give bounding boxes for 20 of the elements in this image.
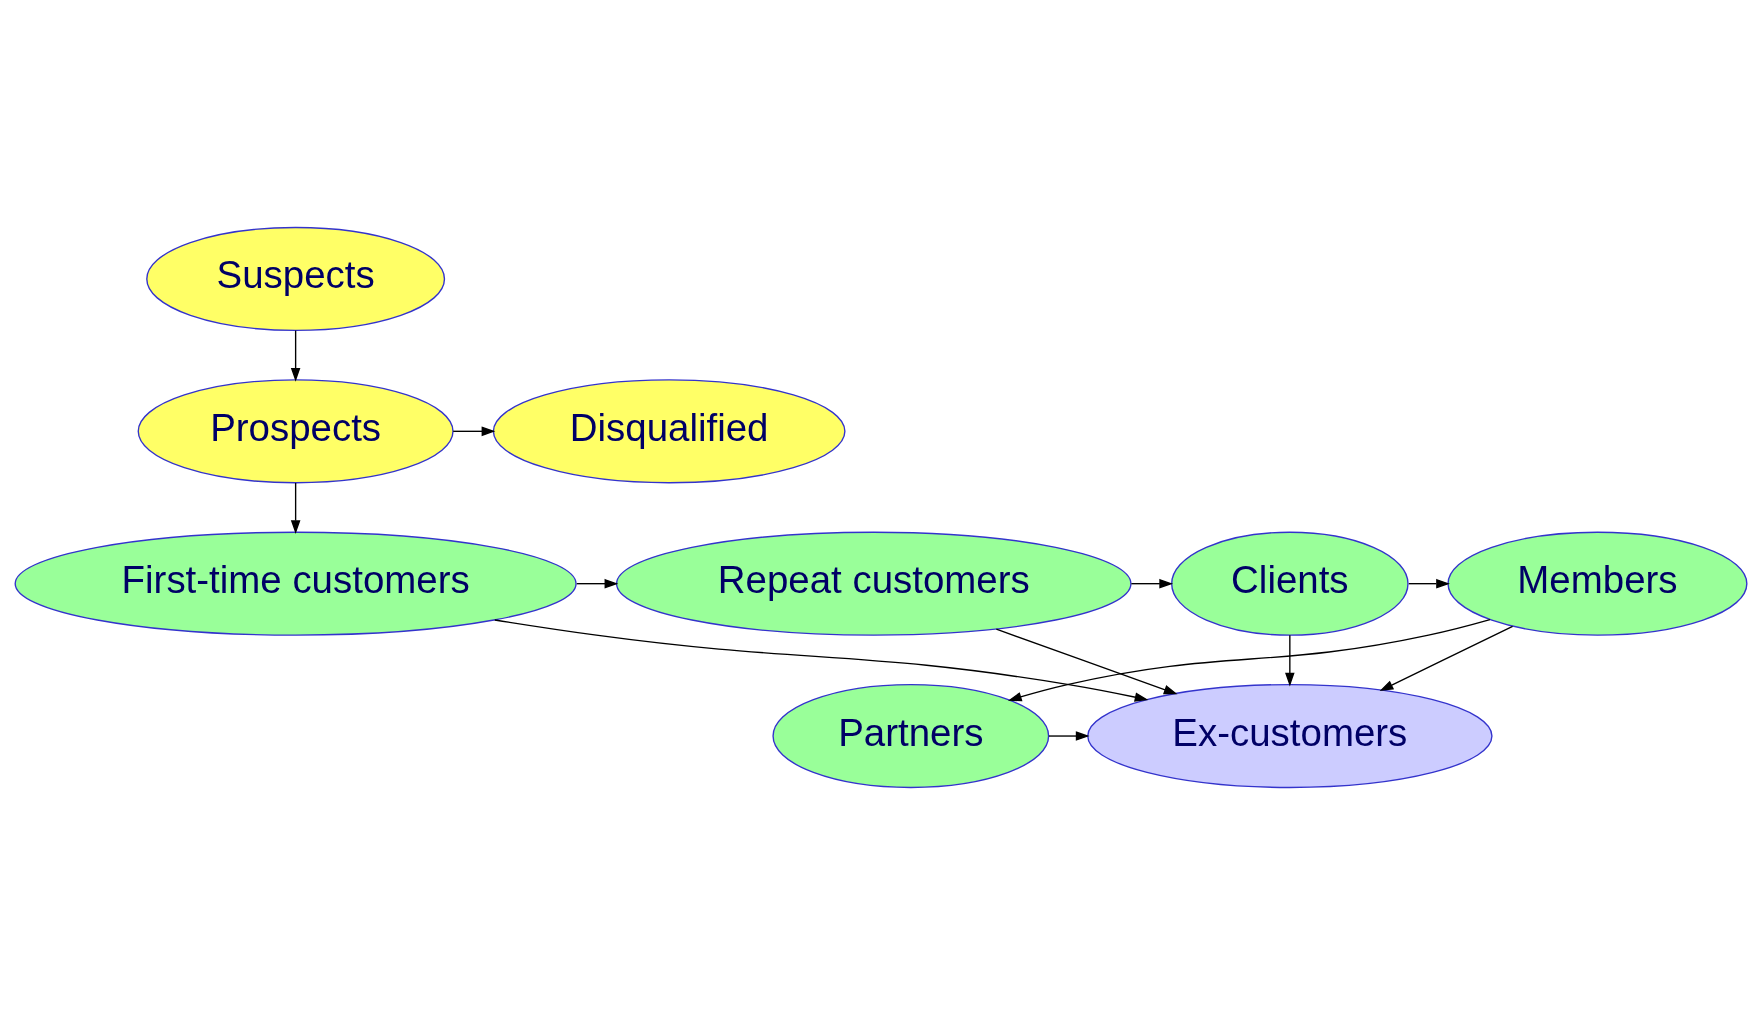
node-ellipse: First-time customers [14, 531, 577, 636]
arrow [1130, 578, 1174, 588]
arrow [995, 627, 1178, 694]
arrow [1408, 578, 1450, 588]
arrow [1285, 634, 1295, 686]
arrow [494, 618, 1149, 702]
node-ellipse: Clients [1171, 531, 1409, 636]
arrow [576, 578, 619, 588]
arrow [290, 481, 301, 534]
node-ellipse: Repeat customers [615, 531, 1132, 636]
node-ellipse: Suspects [146, 226, 446, 331]
node-ellipse: Members [1447, 531, 1748, 636]
arrow [1007, 618, 1491, 701]
node-ellipse: Disqualified [492, 378, 846, 483]
arrow [1048, 730, 1090, 741]
node-ellipse: Prospects [137, 378, 454, 483]
node-ellipse: Partners [772, 683, 1050, 788]
arrow [1379, 625, 1514, 691]
arrow [452, 426, 496, 436]
arrow [290, 329, 301, 382]
